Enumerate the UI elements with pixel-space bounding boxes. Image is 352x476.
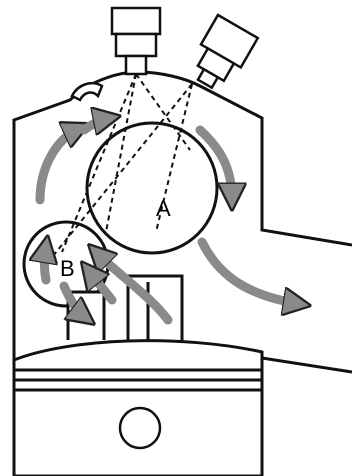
spark-plug: [112, 8, 160, 74]
label-b: B: [60, 256, 75, 281]
swirl-chamber-a: [87, 123, 217, 253]
piston-pin: [120, 408, 160, 448]
glow-plug-hook: [72, 83, 102, 100]
arrow-exhaust: [202, 242, 300, 304]
arrow-left-up: [40, 128, 80, 200]
label-a: A: [156, 196, 171, 221]
arrow-b-up: [45, 246, 47, 280]
arrow-top-right: [84, 118, 110, 130]
piston: [14, 341, 262, 476]
